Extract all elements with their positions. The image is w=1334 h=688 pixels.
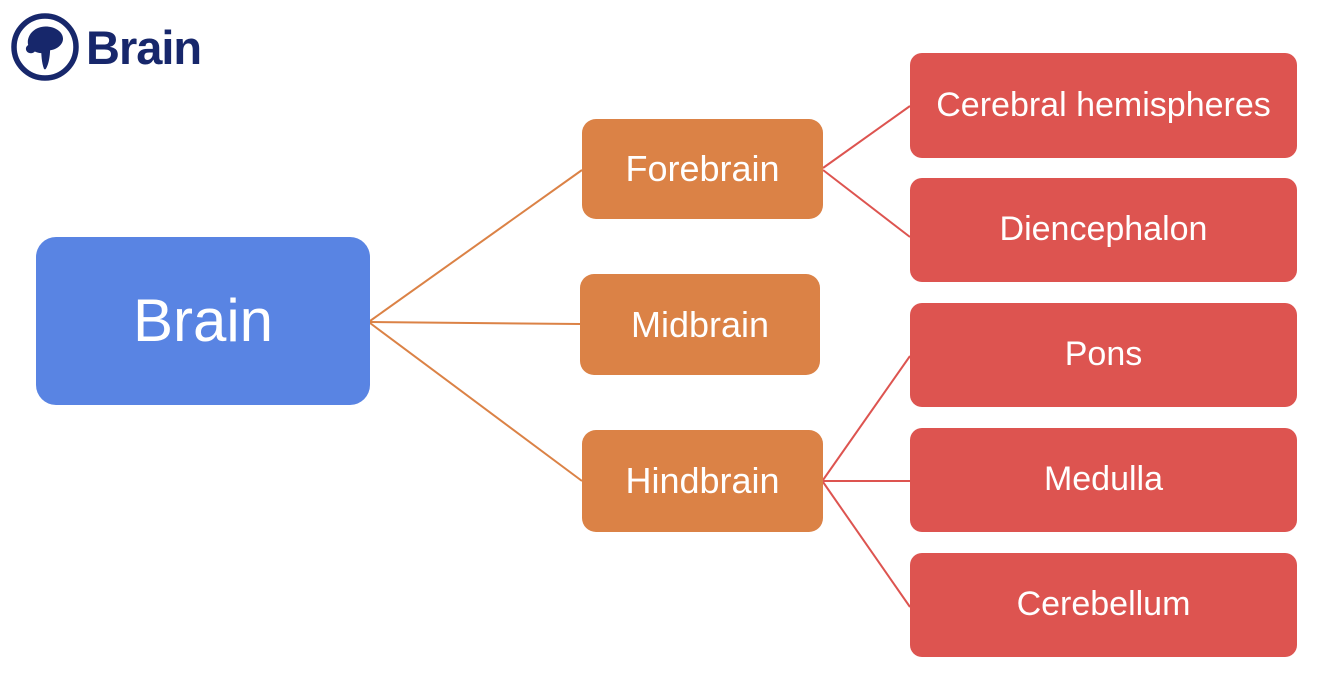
edge-brain-hindbrain: [369, 322, 583, 482]
edge-hindbrain-pons: [822, 355, 911, 481]
edge-forebrain-diencephalon: [822, 169, 911, 238]
node-forebrain-label: Forebrain: [625, 148, 780, 190]
edge-brain-midbrain: [369, 321, 581, 325]
node-medulla-label: Medulla: [1043, 460, 1164, 499]
node-midbrain-label: Midbrain: [630, 303, 770, 345]
node-pons[interactable]: Pons: [910, 303, 1297, 407]
node-cerebral-hemispheres-label: Cerebral hemispheres: [936, 85, 1271, 124]
node-midbrain[interactable]: Midbrain: [580, 274, 820, 375]
node-diencephalon-label: Diencephalon: [999, 210, 1208, 249]
node-diencephalon[interactable]: Diencephalon: [910, 178, 1297, 282]
edge-brain-forebrain: [369, 169, 583, 322]
brain-logo: Brain: [8, 10, 202, 84]
node-hindbrain-label: Hindbrain: [625, 460, 780, 502]
node-brain[interactable]: Brain: [36, 237, 370, 405]
node-forebrain[interactable]: Forebrain: [582, 119, 823, 219]
logo-text: Brain: [86, 20, 202, 74]
node-hindbrain[interactable]: Hindbrain: [582, 430, 823, 532]
node-cerebellum[interactable]: Cerebellum: [910, 553, 1297, 657]
node-medulla[interactable]: Medulla: [910, 428, 1297, 532]
node-cerebral-hemispheres[interactable]: Cerebral hemispheres: [910, 53, 1297, 158]
node-brain-label: Brain: [132, 287, 274, 354]
edge-hindbrain-cerebellum: [822, 481, 911, 608]
node-cerebellum-label: Cerebellum: [1016, 585, 1191, 624]
brain-circle-icon: [8, 10, 82, 84]
edge-forebrain-cerebral-hemispheres: [822, 105, 911, 169]
node-pons-label: Pons: [1064, 335, 1143, 374]
